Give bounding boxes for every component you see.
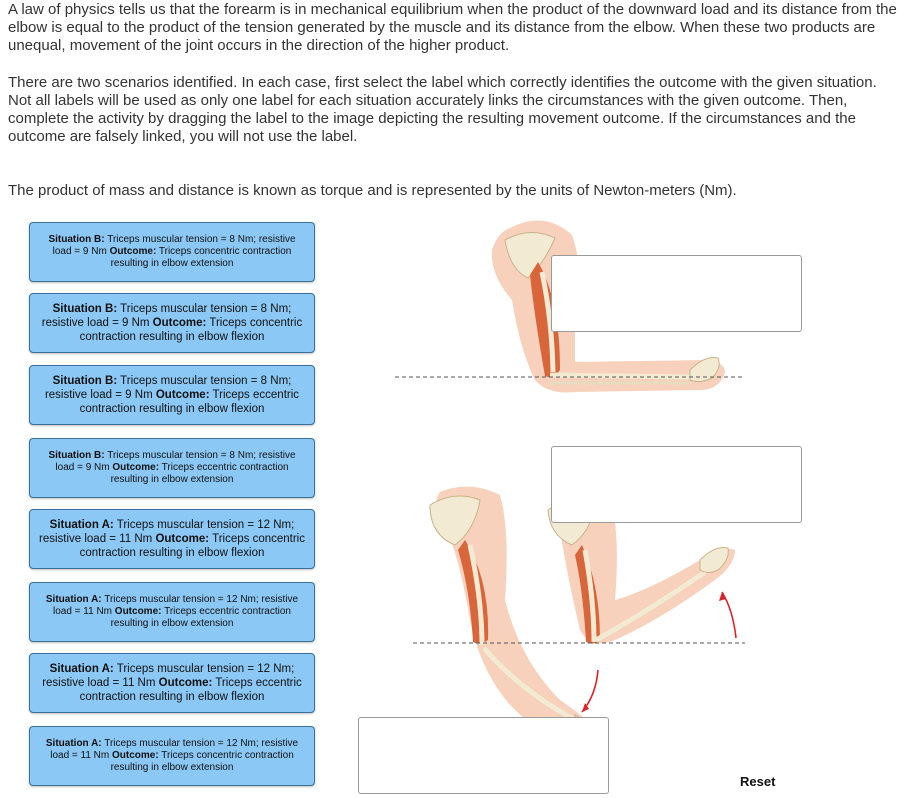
drag-label[interactable]: Situation A: Triceps muscular tension = … [29,509,315,569]
torque-note: The product of mass and distance is know… [8,182,737,199]
drag-label[interactable]: Situation B: Triceps muscular tension = … [29,438,315,498]
drop-zone-extension[interactable] [358,717,609,794]
arrow-up-icon [719,592,726,601]
instruction-paragraph-1: A law of physics tells us that the forea… [8,1,897,54]
reset-button[interactable]: Reset [740,774,776,789]
drag-label[interactable]: Situation A: Triceps muscular tension = … [29,726,315,786]
arrow-down-icon [582,703,589,712]
drag-label[interactable]: Situation B: Triceps muscular tension = … [29,365,315,425]
instructions: A law of physics tells us that the forea… [8,1,921,200]
drag-label[interactable]: Situation B: Triceps muscular tension = … [29,293,315,353]
arm-equilibrium-figure [395,220,745,393]
drag-label[interactable]: Situation A: Triceps muscular tension = … [29,653,315,713]
arm-movement-figure [413,486,745,755]
drag-label[interactable]: Situation B: Triceps muscular tension = … [29,222,315,282]
drop-zone-equilibrium[interactable] [551,255,802,332]
drop-zone-flexion[interactable] [551,446,802,523]
drag-label[interactable]: Situation A: Triceps muscular tension = … [29,582,315,642]
instruction-paragraph-2: There are two scenarios identified. In e… [8,74,877,145]
